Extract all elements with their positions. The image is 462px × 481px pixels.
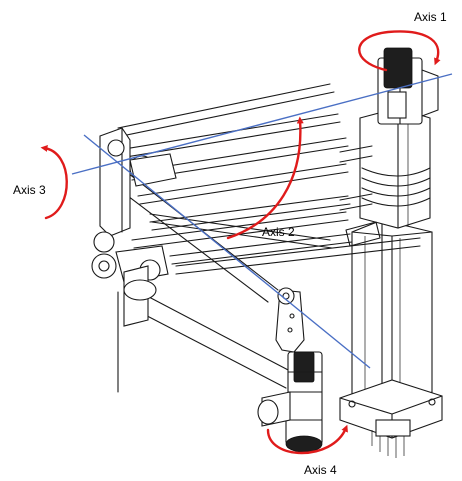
forearm-plate xyxy=(275,287,305,353)
axis4-label: Axis 4 xyxy=(304,463,337,477)
axis-line-1 xyxy=(71,73,453,175)
rotation-arrows xyxy=(40,30,441,455)
distal-column xyxy=(91,127,177,327)
axis2-label: Axis 2 xyxy=(262,225,295,239)
axis1-rotation-arrow xyxy=(358,30,441,72)
axis2-rotation-arrow xyxy=(226,116,304,240)
axis4-motor xyxy=(257,351,323,453)
axis-lines xyxy=(71,73,453,369)
axis-line-2 xyxy=(83,134,371,369)
axis4-rotation-arrow xyxy=(266,424,348,455)
axis1-label: Axis 1 xyxy=(414,10,447,24)
axis1-motor-housing xyxy=(339,47,439,247)
base-column xyxy=(339,219,443,458)
axis3-label: Axis 3 xyxy=(13,183,46,197)
parallel-links xyxy=(111,83,421,393)
axis3-rotation-arrow xyxy=(40,145,68,220)
